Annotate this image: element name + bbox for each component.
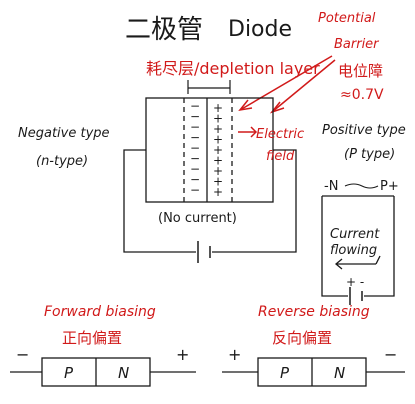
depletion-plus-sign: + (213, 164, 223, 178)
potential-barrier-arrows (238, 55, 336, 114)
current-box-junction-squiggle (344, 183, 379, 189)
depletion-plus-sign: + (213, 122, 223, 136)
depletion-minus-sign: − (190, 173, 200, 187)
forward-bias-left-sign: − (16, 345, 29, 364)
electric-field-arrow (238, 126, 258, 138)
potential-barrier-line2: Barrier (334, 37, 380, 52)
depletion-plus-sign: + (213, 185, 223, 199)
current-box-minus-n: -N (324, 179, 338, 194)
depletion-layer-label: 耗尽层/depletion layer (146, 59, 320, 78)
depletion-minus-column: −−−−−−−−− (190, 99, 200, 197)
negative-type-line1: Negative type (18, 126, 110, 141)
current-box-battery-icon (349, 287, 363, 305)
reverse-bias-p-label: P (280, 364, 290, 382)
depletion-plus-sign: + (213, 133, 223, 147)
positive-type-line1: Positive type (322, 123, 406, 138)
potential-barrier-value: ≈0.7V (340, 87, 384, 103)
forward-bias-english: Forward biasing (44, 304, 156, 320)
depletion-minus-sign: − (190, 120, 200, 134)
reverse-bias-chinese: 反向偏置 (272, 329, 332, 347)
depletion-minus-sign: − (190, 131, 200, 145)
forward-bias-chinese: 正向偏置 (62, 329, 122, 347)
current-flowing-line2: flowing (330, 243, 377, 258)
depletion-minus-sign: − (190, 99, 200, 113)
depletion-layer-pointer (187, 80, 231, 94)
reverse-bias-n-label: N (334, 364, 345, 382)
depletion-plus-sign: + (213, 175, 223, 189)
forward-bias-p-label: P (64, 364, 74, 382)
depletion-plus-column: +++++++++ (213, 101, 223, 199)
depletion-minus-sign: − (190, 110, 200, 124)
potential-barrier-chinese: 电位障 (338, 62, 383, 80)
depletion-minus-sign: − (190, 162, 200, 176)
current-flow-box (321, 195, 395, 297)
current-box-battery-signs: + - (346, 275, 364, 289)
potential-barrier-line1: Potential (318, 11, 376, 26)
depletion-plus-sign: + (213, 112, 223, 126)
no-current-label: (No current) (158, 211, 237, 226)
depletion-plus-sign: + (213, 143, 223, 157)
reverse-bias-right-sign: − (384, 345, 397, 364)
current-flow-arrow (334, 255, 381, 270)
depletion-minus-sign: − (190, 141, 200, 155)
current-box-plus-p: P+ (380, 179, 399, 194)
forward-bias-n-label: N (118, 364, 129, 382)
title-chinese: 二极管 (125, 15, 203, 45)
negative-type-line2: (n-type) (36, 154, 88, 169)
junction-circuit-wires (123, 149, 297, 253)
depletion-plus-sign: + (213, 101, 223, 115)
depletion-minus-sign: − (190, 183, 200, 197)
depletion-plus-sign: + (213, 154, 223, 168)
forward-bias-diagram (10, 357, 196, 387)
electric-field-line1: Electric (256, 127, 304, 142)
junction-battery-icon (197, 241, 211, 263)
title-english: Diode (228, 17, 292, 42)
pn-junction-box (145, 97, 274, 203)
electric-field-line2: field (266, 149, 295, 164)
reverse-bias-english: Reverse biasing (258, 304, 370, 320)
forward-bias-right-sign: + (176, 345, 189, 364)
current-flowing-line1: Current (330, 227, 380, 242)
depletion-minus-sign: − (190, 152, 200, 166)
positive-type-line2: (P type) (344, 147, 395, 162)
reverse-bias-left-sign: + (228, 345, 241, 364)
reverse-bias-diagram (222, 357, 405, 387)
